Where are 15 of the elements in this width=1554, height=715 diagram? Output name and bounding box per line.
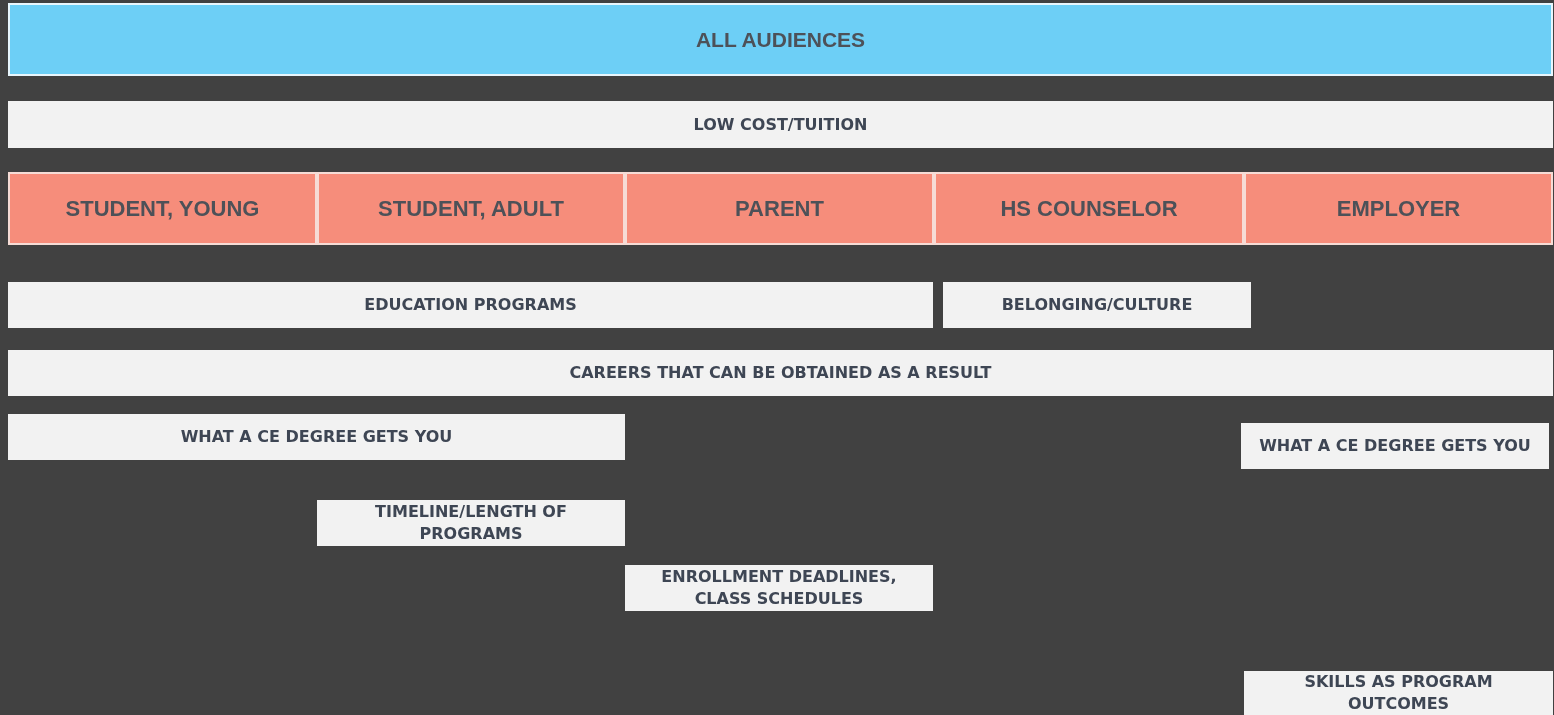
- audience-header: EMPLOYER: [1244, 172, 1553, 245]
- topic-bar: BELONGING/CULTURE: [943, 282, 1251, 328]
- audience-header: STUDENT, YOUNG: [8, 172, 317, 245]
- topic-bar: CAREERS THAT CAN BE OBTAINED AS A RESULT: [8, 350, 1553, 396]
- audience-header: PARENT: [625, 172, 934, 245]
- topic-bar: WHAT A CE DEGREE GETS YOU: [8, 414, 625, 460]
- banner: ALL AUDIENCES: [8, 3, 1553, 76]
- topic-bar: WHAT A CE DEGREE GETS YOU: [1241, 423, 1549, 469]
- audience-header: STUDENT, ADULT: [317, 172, 625, 245]
- topic-bar: LOW COST/TUITION: [8, 101, 1553, 148]
- topic-bar: SKILLS AS PROGRAM OUTCOMES: [1244, 671, 1553, 715]
- topic-bar: EDUCATION PROGRAMS: [8, 282, 933, 328]
- topic-bar: ENROLLMENT DEADLINES, CLASS SCHEDULES: [625, 565, 933, 611]
- audience-header: HS COUNSELOR: [934, 172, 1244, 245]
- topic-bar: TIMELINE/LENGTH OF PROGRAMS: [317, 500, 625, 546]
